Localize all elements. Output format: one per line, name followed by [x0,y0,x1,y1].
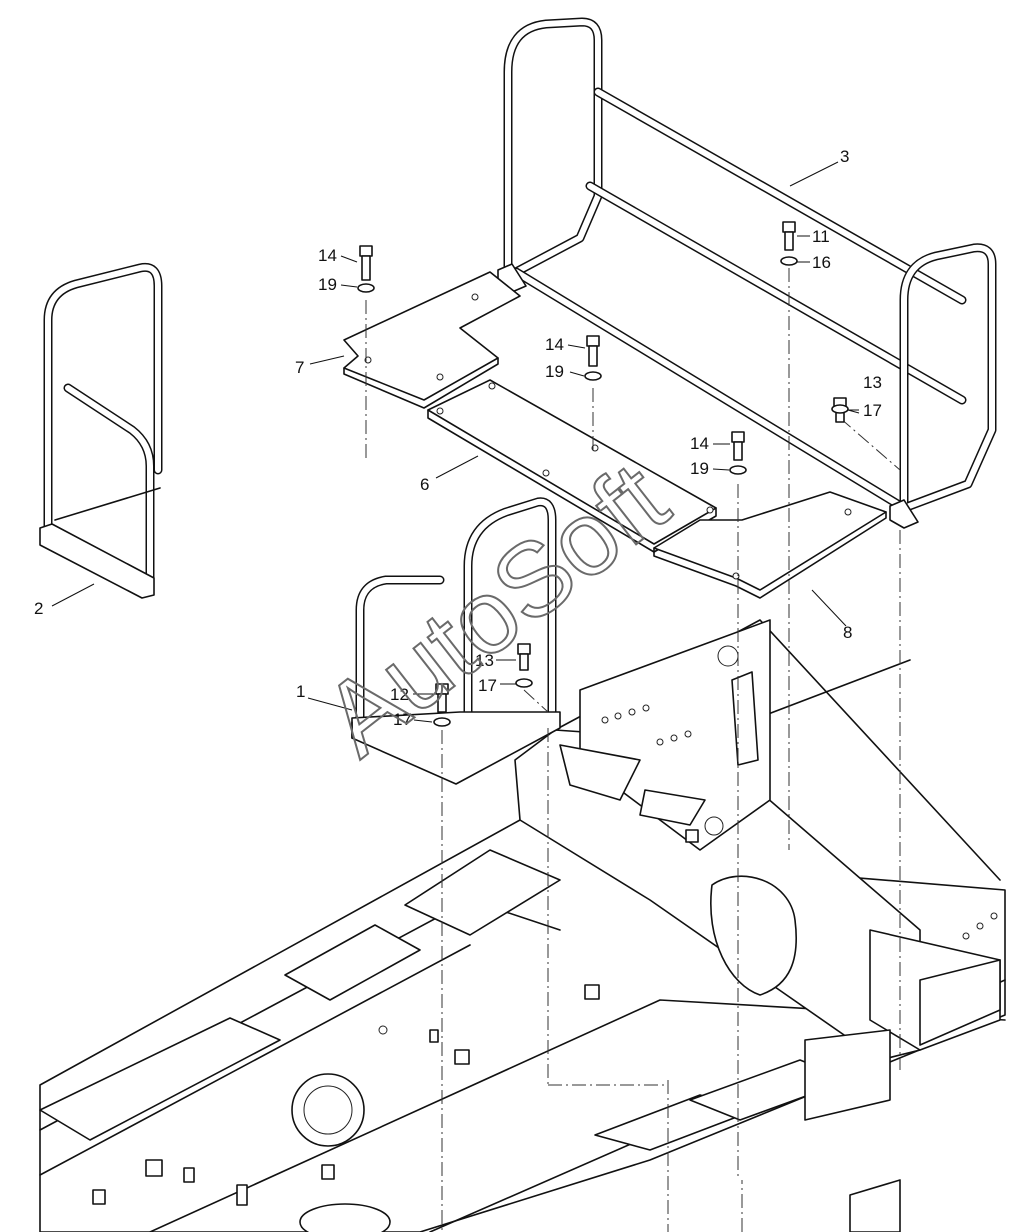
callout-17c: 17 [393,710,412,729]
callout-19b: 19 [545,362,564,381]
callout-labels: 1 2 3 6 7 8 11 12 13 13 14 14 14 16 17 1… [34,147,882,729]
callout-14a: 14 [318,246,337,265]
callout-14b: 14 [545,335,564,354]
callout-3: 3 [840,147,849,166]
bolt-12 [433,683,451,727]
callout-19c: 19 [690,459,709,478]
callout-8: 8 [843,623,852,642]
part-7-plate [343,271,521,409]
callout-6: 6 [420,475,429,494]
assembly-lines [365,268,901,1232]
bolt-13a [831,397,849,423]
bolt-14a [357,245,375,293]
fasteners [357,221,849,727]
callout-7: 7 [295,358,304,377]
callout-17b: 17 [478,676,497,695]
callout-13b: 13 [475,651,494,670]
callout-2: 2 [34,599,43,618]
callout-17a: 17 [863,401,882,420]
bolt-11 [780,221,798,266]
callout-16: 16 [812,253,831,272]
bolt-13b [515,643,533,688]
callout-leaders [51,161,860,723]
bolt-14b [584,335,602,381]
part-1-handrail [351,497,561,785]
callout-13a: 13 [863,373,882,392]
callout-11: 11 [812,227,830,246]
callout-1: 1 [296,682,305,701]
chassis-frame [39,619,1006,1232]
part-3-rail-frame [497,17,997,529]
bolt-14c [729,431,747,475]
part-2-handrail [39,262,163,599]
callout-12: 12 [390,685,409,704]
callout-14c: 14 [690,434,709,453]
callout-19a: 19 [318,275,337,294]
